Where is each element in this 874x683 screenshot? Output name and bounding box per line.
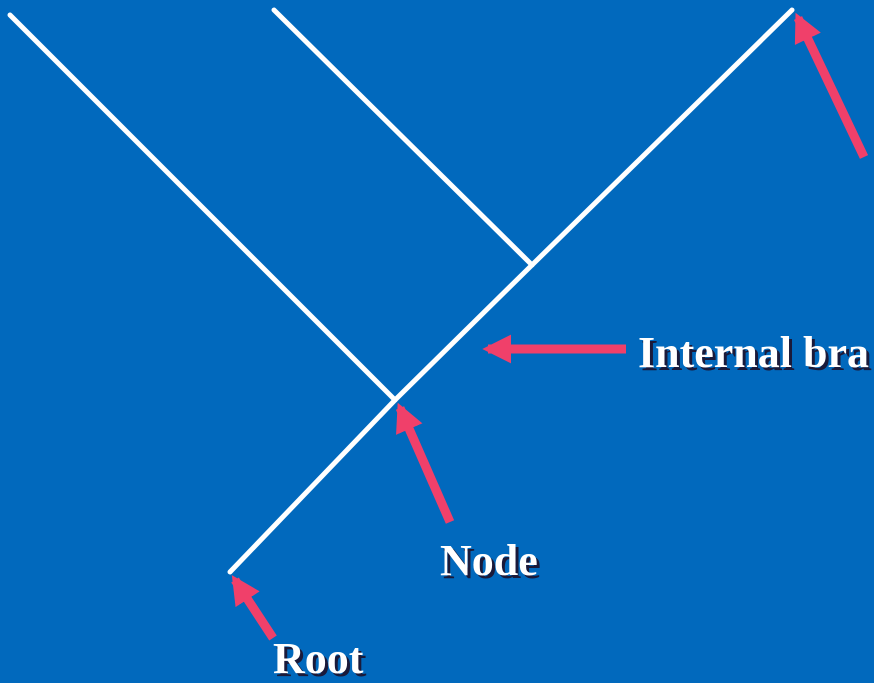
tip-arrow — [793, 12, 869, 159]
terminal-branch-right — [529, 7, 795, 268]
node-label-shadow: Node — [443, 539, 541, 588]
root-branch — [227, 397, 398, 575]
internal-branch-label-shadow: Internal bra — [641, 331, 872, 380]
branches — [7, 7, 795, 575]
labels: Internal bra Internal bra Node Node Root… — [273, 328, 872, 683]
root-label: Root — [273, 634, 364, 683]
node-label: Node — [440, 536, 538, 585]
root-label-shadow: Root — [276, 637, 367, 683]
internal-branch-label: Internal bra — [638, 328, 869, 377]
internal-branch — [392, 262, 535, 403]
node-arrow — [395, 402, 455, 524]
root-arrow — [231, 575, 277, 641]
terminal-branch-middle — [271, 7, 535, 268]
terminal-branch-left — [7, 12, 398, 403]
arrows — [231, 12, 869, 641]
